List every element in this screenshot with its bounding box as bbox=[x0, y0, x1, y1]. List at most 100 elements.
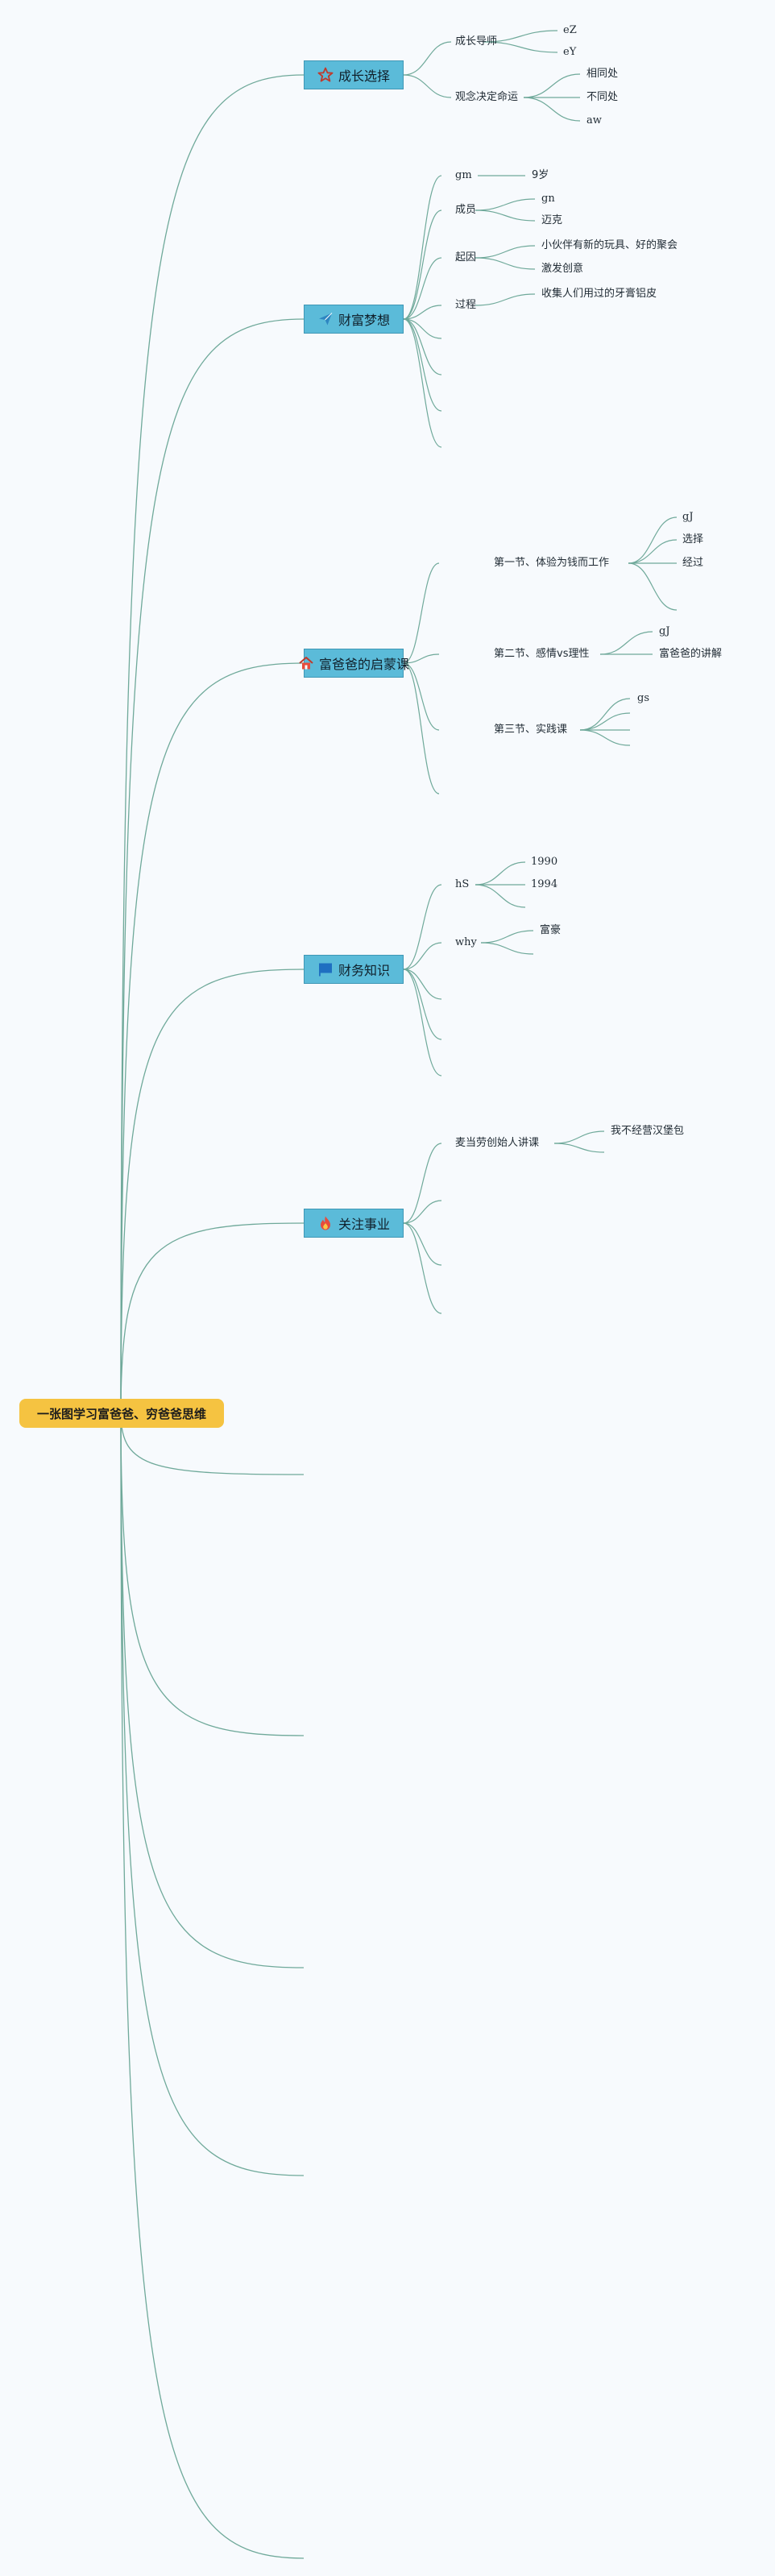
connector-line bbox=[628, 539, 678, 564]
root-node[interactable]: 一张图学习富爸爸、穷爸爸思维 bbox=[19, 1399, 224, 1428]
connector-line bbox=[403, 305, 442, 320]
root-to-empty-branch-1 bbox=[120, 1412, 305, 1475]
connector-line bbox=[403, 969, 442, 1076]
leaf-label[interactable]: gs bbox=[637, 692, 649, 704]
connector-line bbox=[403, 1200, 442, 1224]
root-to-empty-branch-2 bbox=[120, 1412, 305, 1736]
leaf-label[interactable]: 选择 bbox=[682, 533, 704, 545]
leaf-label[interactable]: 1994 bbox=[531, 878, 558, 890]
connector-line bbox=[475, 293, 536, 306]
connector-line bbox=[403, 969, 442, 1000]
connector-line bbox=[403, 1222, 442, 1314]
connector-line bbox=[403, 562, 440, 664]
branch-node-1[interactable]: 成长选择 bbox=[304, 60, 404, 89]
branch-node-3[interactable]: 富爸爸的启蒙课 bbox=[299, 649, 409, 678]
node-label[interactable]: 成员 bbox=[455, 204, 477, 216]
node-label[interactable]: 起因 bbox=[455, 251, 477, 263]
connector-line bbox=[403, 884, 442, 970]
leaf-label[interactable]: 我不经营汉堡包 bbox=[611, 1125, 685, 1137]
branch-node-2[interactable]: 财富梦想 bbox=[304, 305, 404, 334]
connector-line bbox=[403, 74, 452, 98]
root-to-branch-5 bbox=[120, 1222, 305, 1414]
connector-line bbox=[475, 245, 536, 259]
leaf-label[interactable]: 迈克 bbox=[541, 214, 563, 226]
star-icon bbox=[317, 67, 334, 83]
leaf-label[interactable]: aw bbox=[586, 114, 602, 127]
root-to-branch-1 bbox=[120, 74, 305, 1414]
branch-label: 财富梦想 bbox=[338, 313, 390, 328]
connector-line bbox=[579, 712, 631, 731]
node-label[interactable]: 第三节、实践课 bbox=[494, 724, 568, 736]
leaf-label[interactable]: gn bbox=[541, 193, 555, 205]
node-label[interactable]: hS bbox=[455, 878, 470, 890]
branch-label: 成长选择 bbox=[338, 68, 390, 84]
node-label[interactable]: gm bbox=[455, 169, 472, 181]
leaf-label[interactable]: eY bbox=[563, 46, 577, 58]
connector-line bbox=[403, 662, 440, 794]
branch-node-5[interactable]: 关注事业 bbox=[304, 1209, 404, 1238]
leaf-label[interactable]: gJ bbox=[682, 511, 694, 523]
connector-line bbox=[475, 884, 526, 908]
connector-line bbox=[475, 209, 536, 222]
node-label[interactable]: 麦当劳创始人讲课 bbox=[455, 1137, 540, 1149]
connector-line bbox=[403, 257, 442, 320]
connector-line bbox=[403, 1222, 442, 1266]
connector-line bbox=[475, 198, 536, 211]
node-label[interactable]: why bbox=[455, 936, 477, 948]
leaf-label[interactable]: 相同处 bbox=[586, 68, 619, 80]
connector-line bbox=[523, 73, 581, 98]
connector-line bbox=[553, 1143, 605, 1153]
connector-line bbox=[553, 1130, 605, 1144]
leaf-label[interactable]: 富爸爸的讲解 bbox=[659, 648, 723, 660]
connector-line bbox=[403, 662, 440, 731]
connector-line bbox=[480, 930, 534, 944]
leaf-label[interactable]: 经过 bbox=[682, 557, 704, 569]
connector-line bbox=[483, 41, 558, 53]
connector-line bbox=[475, 861, 526, 886]
connector-line bbox=[483, 30, 558, 43]
node-label[interactable]: 成长导师 bbox=[455, 35, 498, 48]
root-to-branch-2 bbox=[120, 318, 305, 1414]
leaf-label[interactable]: 9岁 bbox=[532, 169, 549, 181]
connector-line bbox=[403, 41, 452, 76]
branch-label: 财务知识 bbox=[338, 963, 390, 978]
leaf-label[interactable]: 激发创意 bbox=[541, 263, 584, 275]
connector-line bbox=[579, 729, 631, 746]
connector-line bbox=[403, 209, 442, 320]
root-to-branch-4 bbox=[120, 969, 305, 1414]
connector-line bbox=[403, 175, 442, 320]
connector-line bbox=[403, 318, 442, 448]
node-label[interactable]: 第一节、体验为钱而工作 bbox=[494, 557, 610, 569]
root-to-empty-branch-4 bbox=[120, 1412, 305, 2176]
branch-label: 关注事业 bbox=[338, 1217, 390, 1232]
leaf-label[interactable]: 1990 bbox=[531, 856, 558, 868]
branch-node-4[interactable]: 财务知识 bbox=[304, 955, 404, 984]
connector-line bbox=[628, 516, 678, 564]
connector-line bbox=[523, 97, 581, 122]
house-icon bbox=[298, 655, 314, 671]
leaf-label[interactable]: 小伙伴有新的玩具、好的聚会 bbox=[541, 239, 678, 251]
fire-icon bbox=[317, 1215, 334, 1231]
branch-label: 富爸爸的启蒙课 bbox=[319, 657, 410, 672]
node-label[interactable]: 第二节、感情vs理性 bbox=[494, 648, 590, 660]
connector-line bbox=[579, 698, 631, 731]
connector-line bbox=[403, 1143, 442, 1224]
leaf-label[interactable]: 不同处 bbox=[586, 91, 619, 103]
connector-line bbox=[403, 318, 442, 375]
leaf-label[interactable]: 收集人们用过的牙膏铝皮 bbox=[541, 288, 657, 300]
leaf-label[interactable]: gJ bbox=[659, 625, 670, 637]
node-label[interactable]: 观念决定命运 bbox=[455, 91, 519, 103]
connector-line bbox=[403, 969, 442, 1040]
connector-line bbox=[403, 653, 440, 664]
connector-line bbox=[403, 318, 442, 412]
node-label[interactable]: 过程 bbox=[455, 299, 477, 311]
connector-line bbox=[480, 942, 534, 955]
paper-plane-icon bbox=[317, 311, 334, 327]
leaf-label[interactable]: eZ bbox=[563, 24, 577, 36]
connector-line bbox=[599, 631, 653, 655]
connector-line bbox=[403, 942, 442, 970]
connector-line bbox=[403, 318, 442, 339]
leaf-label[interactable]: 富豪 bbox=[540, 924, 562, 936]
